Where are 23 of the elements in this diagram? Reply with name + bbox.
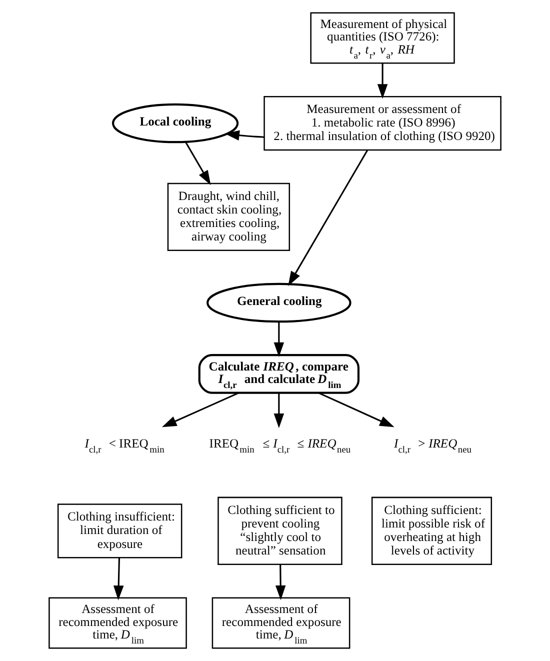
arrow <box>113 558 124 600</box>
arrow <box>162 392 239 428</box>
arrow <box>274 322 284 357</box>
arrow <box>377 64 388 99</box>
node-text: I$_{cl,r}$ > IREQ$_{neu}$ <box>394 436 472 456</box>
node-box: Clothing insufficient: limit duration of exposure <box>57 504 182 558</box>
node-text: I$_{cl,r}$ < IREQ$_{min}$ <box>84 436 164 456</box>
node-box: Draught, wind chill, contact skin cooling, extremities cooling, airway cooling <box>167 182 290 252</box>
arrow <box>224 130 264 140</box>
node-box: Calculate IREQ, compare I$_{cl,r}$ and calculate D$_{lim}$ <box>198 354 360 394</box>
node-box: Assessment of recommended exposure time, D$_{lim}$ <box>48 597 187 649</box>
arrow <box>274 393 284 428</box>
arrow <box>275 564 286 600</box>
node-box: Measurement of physical quantities (ISO 7726): t$_{a}$, t$_{r}$, v$_{a}$, RH <box>310 12 455 64</box>
arrow <box>184 142 211 186</box>
node-box: Assessment of recommended exposure time, D$_{lim}$ <box>212 597 350 649</box>
node-box: Clothing sufficient to prevent cooling “slightly cool to neutral” sensation <box>218 496 342 566</box>
node-box: Clothing sufficient: limit possible risk of overheating at high levels of activity <box>371 496 492 566</box>
node-ellipse: General cooling <box>206 282 352 323</box>
node-text: IREQ$_{min}$ ≤ I$_{cl,r}$ ≤ IREQ$_{neu}$ <box>209 436 351 456</box>
arrow <box>318 392 394 428</box>
node-box: Measurement or assessment of 1. metabolic rate (ISO 8996) 2. thermal insulation of clothing (ISO 9920) <box>264 96 502 151</box>
arrow <box>288 150 368 286</box>
